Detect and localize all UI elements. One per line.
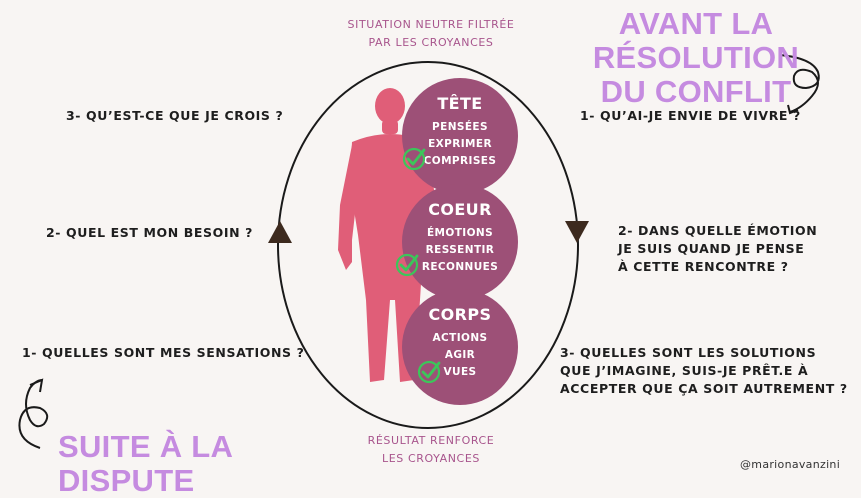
check-icon	[402, 147, 426, 171]
circle-line: AGIR	[444, 349, 476, 361]
right-question-1: 1- QU’AI-JE ENVIE DE VIVRE ?	[580, 108, 801, 123]
left-question-3: 3- QU’EST-CE QUE JE CROIS ?	[66, 108, 284, 123]
circle-line: ACTIONS	[432, 332, 488, 344]
circle-line: PENSÉES	[432, 121, 488, 133]
check-icon	[395, 253, 419, 277]
circle-tete: TÊTE PENSÉES EXPRIMER COMPRISES	[402, 78, 518, 194]
circle-line: COMPRISES	[423, 155, 497, 167]
circle-line: VUES	[443, 366, 477, 378]
curly-arrow-icon	[779, 54, 820, 113]
circle-title: CORPS	[428, 305, 492, 324]
right-question-3: 3- QUELLES SONT LES SOLUTIONS QUE J’IMAG…	[560, 345, 848, 396]
circle-corps: CORPS ACTIONS AGIR VUES	[402, 289, 518, 405]
circle-line: RESSENTIR	[425, 244, 495, 256]
curly-arrow-icon	[787, 104, 799, 115]
circle-coeur: COEUR ÉMOTIONS RESSENTIR RECONNUES	[402, 184, 518, 300]
caption-top: SITUATION NEUTRE FILTRÉE PAR LES CROYANC…	[347, 18, 515, 49]
cycle-ellipse	[277, 61, 579, 429]
left-question-1: 1- QUELLES SONT MES SENSATIONS ?	[22, 345, 305, 360]
circle-line: RECONNUES	[421, 261, 499, 273]
curly-arrow-icon	[29, 378, 44, 393]
right-question-2: 2- DANS QUELLE ÉMOTION JE SUIS QUAND JE …	[618, 223, 818, 274]
circle-title: COEUR	[428, 200, 492, 219]
circle-title: TÊTE	[437, 94, 483, 113]
curly-arrow-icon	[18, 379, 49, 449]
caption-bottom: RÉSULTAT RENFORCE LES CROYANCES	[367, 434, 495, 465]
arrowhead-icon	[268, 221, 292, 243]
circle-line: ÉMOTIONS	[426, 227, 494, 239]
check-icon	[417, 360, 441, 384]
left-question-2: 2- QUEL EST MON BESOIN ?	[46, 225, 253, 240]
arrowhead-icon	[565, 221, 589, 243]
author-handle: @marionavanzini	[740, 458, 841, 471]
circle-line: EXPRIMER	[428, 138, 492, 150]
title-suite: SUITE À LA DISPUTE	[58, 429, 233, 498]
title-avant: AVANT LA RÉSOLUTION DU CONFLIT	[592, 6, 800, 109]
